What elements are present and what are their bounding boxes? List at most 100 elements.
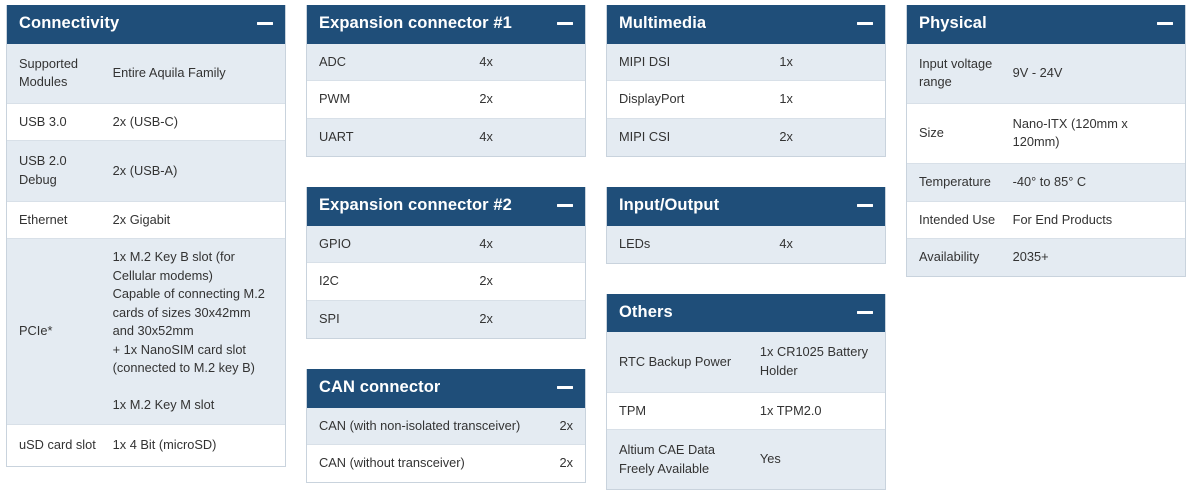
panel-header-expansion-connector-1[interactable]: Expansion connector #1 — [307, 5, 585, 44]
column-connectivity: Connectivity Supported Modules Entire Aq… — [6, 5, 286, 467]
row-label: MIPI CSI — [619, 129, 671, 145]
table-row: Size Nano-ITX (120mm x 120mm) — [907, 103, 1185, 164]
panel-header-multimedia[interactable]: Multimedia — [607, 5, 885, 44]
panel-rows: CAN (with non-isolated transceiver) 2x C… — [307, 407, 585, 483]
panel-connectivity: Connectivity Supported Modules Entire Aq… — [6, 5, 286, 467]
row-label: uSD card slot — [19, 437, 96, 452]
row-value: 2x (USB-C) — [112, 113, 179, 129]
row-label: USB 2.0 Debug — [19, 153, 67, 187]
panel-input-output: Input/Output LEDs 4x — [606, 186, 886, 264]
panel-title: Connectivity — [19, 14, 120, 32]
row-value: 4x — [479, 53, 493, 69]
table-row: USB 3.0 2x (USB-C) — [7, 103, 285, 142]
row-value: 2x — [779, 129, 793, 145]
row-value: 1x TPM2.0 — [759, 402, 822, 418]
panel-header-connectivity[interactable]: Connectivity — [7, 5, 285, 44]
panel-rows: LEDs 4x — [607, 225, 885, 263]
row-label: GPIO — [319, 235, 351, 251]
row-value: For End Products — [1012, 211, 1113, 227]
panel-title: Multimedia — [619, 14, 707, 32]
panel-title: CAN connector — [319, 377, 441, 396]
row-label: Temperature — [919, 173, 991, 189]
panel-header-others[interactable]: Others — [607, 293, 885, 333]
row-label: CAN (with non-isolated transceiver) — [319, 417, 521, 433]
table-row: PCIe* 1x M.2 Key B slot (for Cellular mo… — [7, 239, 285, 425]
panel-header-expansion-connector-2[interactable]: Expansion connector #2 — [307, 186, 585, 226]
panel-expansion-connector-2: Expansion connector #2 GPIO 4x I2C 2x SP… — [306, 186, 586, 339]
row-label: I2C — [319, 273, 339, 289]
row-value: Yes — [759, 451, 781, 467]
row-label: TPM — [619, 402, 647, 418]
table-row: Input voltage range 9V - 24V — [907, 43, 1185, 104]
row-label: DisplayPort — [619, 91, 685, 107]
row-value: -40° to 85° C — [1012, 173, 1087, 189]
minus-icon[interactable] — [857, 311, 873, 315]
row-label: PCIe* — [19, 323, 53, 339]
table-row: CAN (without transceiver) 2x — [307, 445, 585, 483]
table-row: uSD card slot 1x 4 Bit (microSD) — [7, 425, 285, 466]
row-label: Intended Use — [919, 211, 996, 227]
table-row: Altium CAE Data Freely Available Yes — [607, 430, 885, 490]
table-row: USB 2.0 Debug 2x (USB-A) — [7, 141, 285, 202]
table-row: I2C 2x — [307, 263, 585, 301]
panel-title: Expansion connector #1 — [319, 14, 512, 32]
table-row: Supported Modules Entire Aquila Family — [7, 43, 285, 104]
row-value: 4x — [479, 129, 493, 145]
minus-icon[interactable] — [557, 22, 573, 26]
row-label: PWM — [319, 91, 351, 107]
row-value: 4x — [479, 235, 493, 251]
panel-can-connector: CAN connector CAN (with non-isolated tra… — [306, 368, 586, 484]
row-value: 4x — [779, 235, 793, 251]
row-label: UART — [319, 129, 354, 145]
row-value: 1x M.2 Key B slot (for Cellular modems) … — [112, 249, 265, 413]
table-row: PWM 2x — [307, 81, 585, 119]
row-value: 2x — [559, 417, 573, 433]
column-expansion: Expansion connector #1 ADC 4x PWM 2x UAR… — [306, 5, 586, 484]
table-row: Availability 2035+ — [907, 239, 1185, 277]
table-row: CAN (with non-isolated transceiver) 2x — [307, 407, 585, 446]
panel-rows: Input voltage range 9V - 24V Size Nano-I… — [907, 43, 1185, 277]
row-label: Supported Modules — [19, 55, 79, 90]
row-label: ADC — [319, 53, 347, 69]
column-multimedia-io: Multimedia MIPI DSI 1x DisplayPort 1x MI… — [606, 5, 886, 491]
panel-header-input-output[interactable]: Input/Output — [607, 186, 885, 226]
table-row: ADC 4x — [307, 43, 585, 82]
minus-icon[interactable] — [557, 204, 573, 208]
panel-rows: ADC 4x PWM 2x UART 4x — [307, 43, 585, 156]
row-value: 2x (USB-A) — [112, 162, 178, 178]
row-label: Altium CAE Data Freely Available — [619, 442, 716, 476]
minus-icon[interactable] — [857, 204, 873, 208]
table-row: SPI 2x — [307, 300, 585, 338]
minus-icon[interactable] — [257, 22, 273, 26]
row-label: MIPI DSI — [619, 53, 671, 69]
panel-header-physical[interactable]: Physical — [907, 5, 1185, 44]
row-label: Size — [919, 125, 944, 141]
table-row: TPM 1x TPM2.0 — [607, 392, 885, 431]
minus-icon[interactable] — [857, 22, 873, 26]
row-value: 2x Gigabit — [112, 211, 171, 227]
panel-rows: MIPI DSI 1x DisplayPort 1x MIPI CSI 2x — [607, 43, 885, 156]
row-value: 1x CR1025 Battery Holder — [759, 344, 869, 379]
table-row: RTC Backup Power 1x CR1025 Battery Holde… — [607, 332, 885, 393]
table-row: UART 4x — [307, 118, 585, 156]
table-row: MIPI CSI 2x — [607, 118, 885, 156]
table-row: Temperature -40° to 85° C — [907, 163, 1185, 202]
minus-icon[interactable] — [557, 386, 573, 390]
table-row: Ethernet 2x Gigabit — [7, 201, 285, 240]
row-value: Nano-ITX (120mm x 120mm) — [1012, 115, 1128, 150]
table-row: Intended Use For End Products — [907, 201, 1185, 240]
row-value: 1x — [779, 91, 793, 107]
row-value: 2x — [479, 91, 493, 107]
minus-icon[interactable] — [1157, 22, 1173, 26]
panel-physical: Physical Input voltage range 9V - 24V Si… — [906, 5, 1186, 278]
panel-rows: GPIO 4x I2C 2x SPI 2x — [307, 225, 585, 338]
column-physical: Physical Input voltage range 9V - 24V Si… — [906, 5, 1186, 278]
row-value: 2x — [559, 455, 573, 471]
panel-header-can-connector[interactable]: CAN connector — [307, 368, 585, 408]
row-value: 2x — [479, 311, 493, 326]
row-value: 1x — [779, 53, 793, 69]
panel-expansion-connector-1: Expansion connector #1 ADC 4x PWM 2x UAR… — [306, 5, 586, 157]
table-row: MIPI DSI 1x — [607, 43, 885, 82]
panel-title: Others — [619, 302, 673, 321]
